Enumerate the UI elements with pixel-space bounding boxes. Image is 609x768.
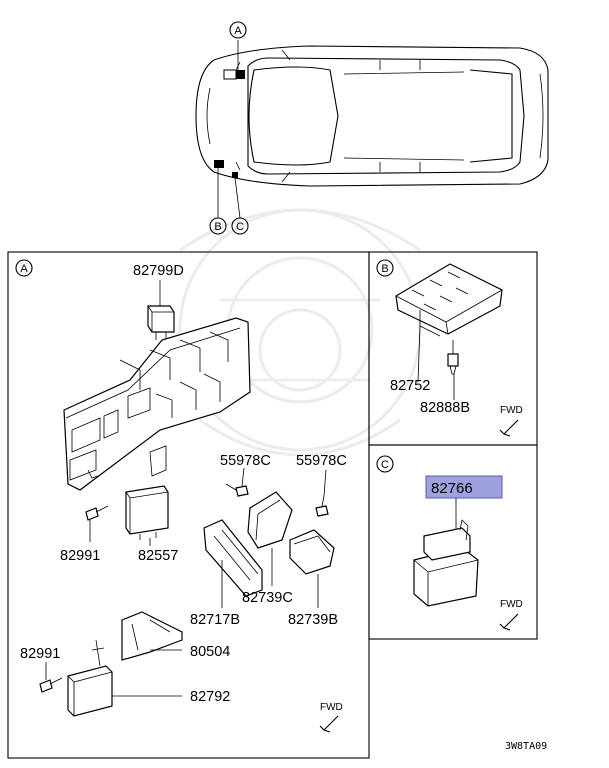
relay-82739c — [247, 491, 293, 549]
panel-c-marker: C — [376, 455, 394, 473]
relay-82766 — [413, 519, 479, 607]
fwd-label-b: FWD — [500, 405, 523, 416]
relay-82799d — [147, 305, 175, 340]
marker-a-vehicle: A — [229, 21, 247, 39]
drawing-code: 3W8TA09 — [505, 741, 547, 752]
fwd-label-a: FWD — [320, 702, 343, 713]
label-82991-upper: 82991 — [60, 548, 100, 564]
relay-82739b — [289, 529, 335, 575]
location-a-marker-fill — [236, 70, 245, 79]
panel-a-frame — [7, 251, 370, 759]
relay-box — [63, 317, 251, 491]
marker-b-vehicle: B — [209, 217, 227, 235]
label-82799d: 82799D — [133, 263, 184, 279]
holder-82752 — [395, 263, 503, 337]
panel-c-frame — [368, 444, 538, 640]
fwd-label-c: FWD — [500, 599, 523, 610]
marker-a-vehicle-label: A — [234, 25, 242, 37]
label-82766: 82766 — [431, 480, 473, 497]
bolt-82991-upper — [85, 505, 109, 521]
panel-b-marker: B — [376, 259, 394, 277]
marker-c-vehicle-label: C — [236, 221, 244, 233]
fwd-arrow-a: FWD — [319, 702, 343, 733]
bracket-82717b — [203, 519, 263, 597]
label-82739c: 82739C — [242, 590, 293, 606]
location-b-marker — [214, 160, 224, 168]
label-82888b: 82888B — [420, 400, 470, 416]
label-82717b: 82717B — [190, 612, 240, 628]
label-82739b: 82739B — [288, 612, 338, 628]
fwd-arrow-b: FWD — [499, 405, 523, 437]
label-55978c-left: 55978C — [220, 453, 271, 469]
label-82991-lower: 82991 — [20, 646, 60, 662]
panel-a-marker: A — [15, 259, 33, 277]
vehicle-top-view — [195, 45, 549, 187]
marker-c-vehicle: C — [231, 217, 249, 235]
pin-82888b — [447, 340, 459, 375]
label-55978c-right: 55978C — [296, 453, 347, 469]
marker-b-vehicle-label: B — [214, 221, 221, 233]
label-80504: 80504 — [190, 644, 230, 660]
panel-c-marker-label: C — [381, 459, 389, 471]
fwd-arrow-c: FWD — [499, 599, 523, 631]
highlight-82766 — [425, 475, 503, 499]
location-c-marker — [232, 172, 238, 178]
label-82752: 82752 — [390, 378, 430, 394]
relay-82792 — [67, 639, 113, 717]
screw-55978c-right — [315, 495, 329, 517]
screw-55978c-left — [225, 483, 249, 497]
label-82792: 82792 — [190, 689, 230, 705]
location-a-marker — [223, 69, 237, 80]
panel-b-marker-label: B — [381, 263, 388, 275]
relay-82557 — [125, 485, 169, 540]
bolt-82991-lower — [39, 677, 63, 693]
panel-a-marker-label: A — [20, 263, 28, 275]
label-82557: 82557 — [138, 548, 178, 564]
bracket-80504 — [121, 611, 183, 661]
